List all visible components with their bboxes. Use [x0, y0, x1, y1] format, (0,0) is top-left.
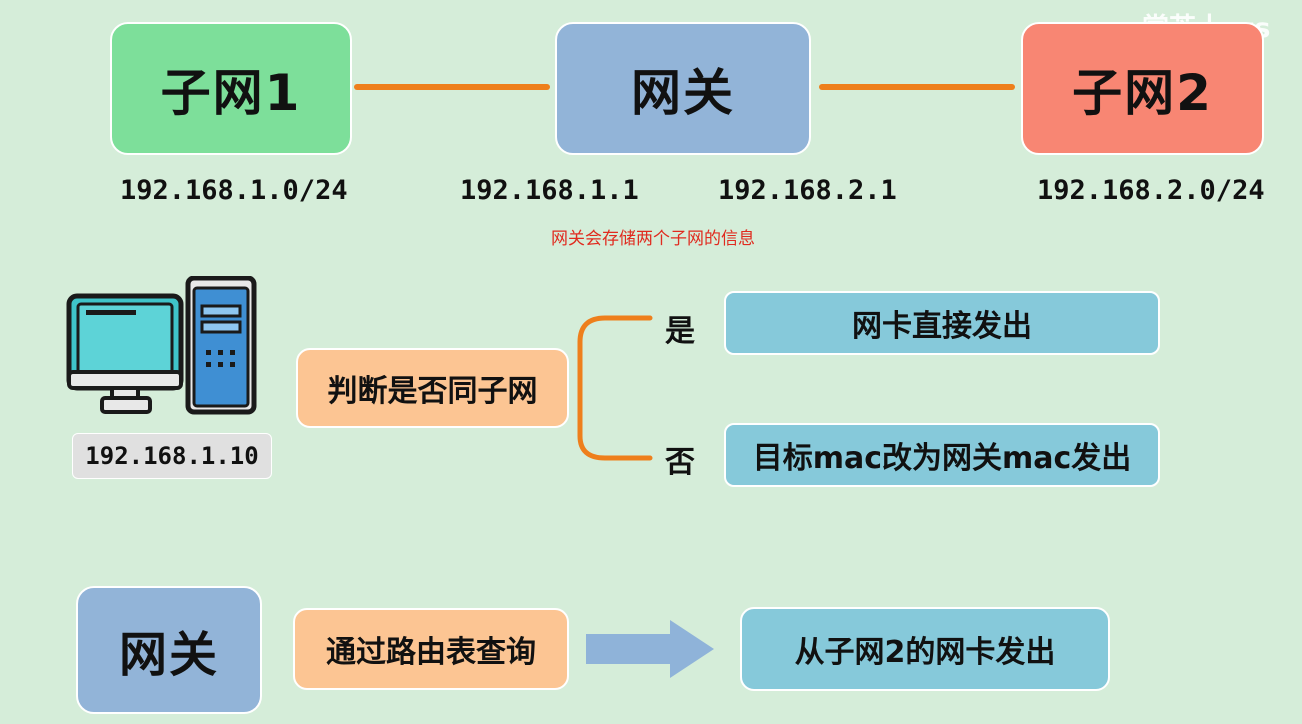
- subnet2-ip: 192.168.2.0/24: [1037, 175, 1265, 206]
- subnet1-label: 子网1: [160, 63, 302, 122]
- yes-label: 是: [665, 314, 695, 349]
- yes-action-label: 网卡直接发出: [852, 309, 1032, 344]
- gateway-ip-left: 192.168.1.1: [460, 175, 639, 206]
- gateway-label: 网关: [631, 63, 735, 122]
- decision-bracket: [577, 315, 653, 461]
- bottom-gateway-node: 网关: [76, 586, 262, 714]
- decision-box: 判断是否同子网: [296, 348, 569, 428]
- lookup-box: 通过路由表查询: [293, 608, 569, 690]
- subnet1-node: 子网1: [110, 22, 352, 155]
- no-label: 否: [665, 445, 695, 480]
- result-box: 从子网2的网卡发出: [740, 607, 1110, 691]
- subnet2-node: 子网2: [1021, 22, 1264, 155]
- computer-ip: 192.168.1.10: [85, 442, 259, 470]
- computer-icon: [66, 276, 257, 415]
- lookup-label: 通过路由表查询: [326, 635, 536, 670]
- no-action-label: 目标mac改为网关mac发出: [752, 441, 1132, 476]
- bottom-gateway-label: 网关: [118, 627, 219, 683]
- subnet1-ip: 192.168.1.0/24: [120, 175, 348, 206]
- gateway-node: 网关: [555, 22, 811, 155]
- gateway-note: 网关会存储两个子网的信息: [551, 229, 755, 249]
- yes-action-box: 网卡直接发出: [724, 291, 1160, 355]
- link-gateway-subnet2: [819, 84, 1015, 90]
- subnet2-label: 子网2: [1072, 63, 1213, 122]
- result-label: 从子网2的网卡发出: [794, 635, 1056, 670]
- no-action-box: 目标mac改为网关mac发出: [724, 423, 1160, 487]
- link-subnet1-gateway: [354, 84, 550, 90]
- computer-ip-tag: 192.168.1.10: [72, 433, 272, 479]
- gateway-ip-right: 192.168.2.1: [718, 175, 897, 206]
- decision-label: 判断是否同子网: [327, 374, 538, 409]
- right-arrow-icon: [586, 620, 714, 678]
